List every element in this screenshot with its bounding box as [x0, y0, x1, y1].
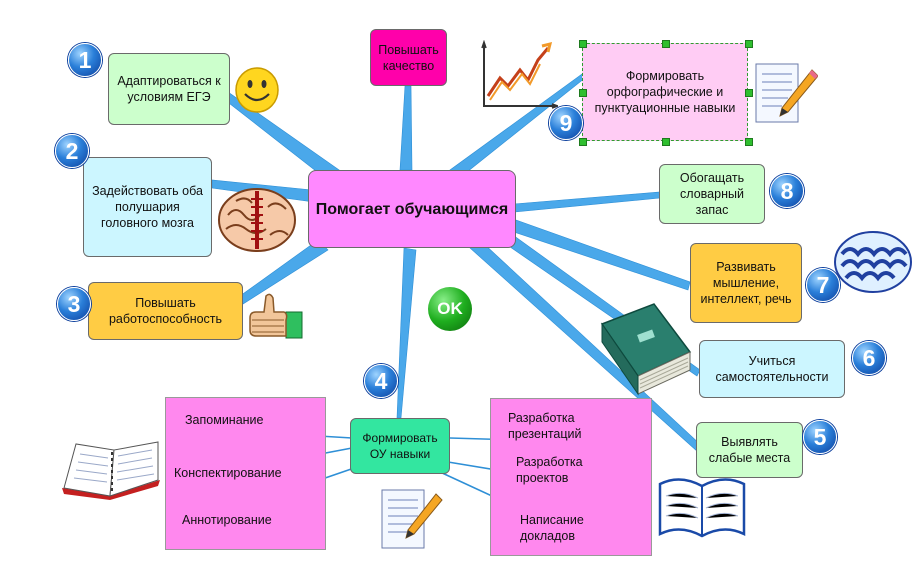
- left-panel-item-notes: Конспектирование: [174, 466, 282, 480]
- badge-8: 8: [770, 174, 804, 208]
- open-book-icon: [658, 478, 746, 538]
- selection-handle: [662, 138, 670, 146]
- smiley-icon: [235, 67, 279, 113]
- ok-badge: OK: [428, 287, 472, 331]
- node-both-hemispheres: Задействовать оба полушария головного мо…: [83, 157, 212, 257]
- node-spelling-skills: Формировать орфографические и пунктуацио…: [582, 43, 748, 141]
- selection-handle: [745, 40, 753, 48]
- spoke-4: [396, 247, 417, 419]
- spoke-quality: [399, 85, 413, 171]
- left-panel: [165, 397, 326, 550]
- badge-5: 5: [803, 420, 837, 454]
- badge-9: 9: [549, 106, 583, 140]
- node-vocabulary: Обогащать словарный запас: [659, 164, 765, 224]
- book-stack-icon: [600, 303, 692, 396]
- right-panel-item-presentations: Разработка презентаций: [508, 411, 582, 441]
- node-thinking: Развивать мышление, интеллект, речь: [690, 243, 802, 323]
- selection-handle: [579, 89, 587, 97]
- left-panel-item-annotation: Аннотирование: [182, 513, 272, 527]
- document-pencil-icon: [755, 63, 818, 123]
- node-work-capacity: Повышать работоспособность: [88, 282, 243, 340]
- brain-maze-icon: [834, 231, 912, 293]
- node-independence: Учиться самостоятельности: [699, 340, 845, 398]
- selection-handle: [745, 89, 753, 97]
- node-weak-spots: Выявлять слабые места: [696, 422, 803, 478]
- node-adapt-ege: Адаптироваться к условиям ЕГЭ: [108, 53, 230, 125]
- brain-icon: [218, 188, 296, 252]
- growth-chart-icon: [481, 40, 558, 109]
- badge-4: 4: [364, 364, 398, 398]
- thumbs-up-icon: [249, 293, 303, 339]
- selection-handle: [662, 40, 670, 48]
- node-raise-quality: Повышать качество: [370, 29, 447, 86]
- badge-1: 1: [68, 43, 102, 77]
- selection-handle: [579, 138, 587, 146]
- badge-7: 7: [806, 268, 840, 302]
- badge-3: 3: [57, 287, 91, 321]
- left-panel-item-memorize: Запоминание: [185, 413, 264, 427]
- badge-2: 2: [55, 134, 89, 168]
- badge-6: 6: [852, 341, 886, 375]
- selection-handle: [745, 138, 753, 146]
- center-node: Помогает обучающимся: [308, 170, 516, 248]
- open-notebook-icon: [62, 441, 160, 500]
- node-study-skills: Формировать ОУ навыки: [350, 418, 450, 474]
- right-panel: [490, 398, 652, 556]
- right-panel-item-projects: Разработка проектов: [516, 455, 583, 485]
- spoke-8: [513, 191, 661, 213]
- document-pencil-icon: [381, 489, 443, 549]
- selection-handle: [579, 40, 587, 48]
- right-panel-item-reports: Написание докладов: [520, 513, 584, 543]
